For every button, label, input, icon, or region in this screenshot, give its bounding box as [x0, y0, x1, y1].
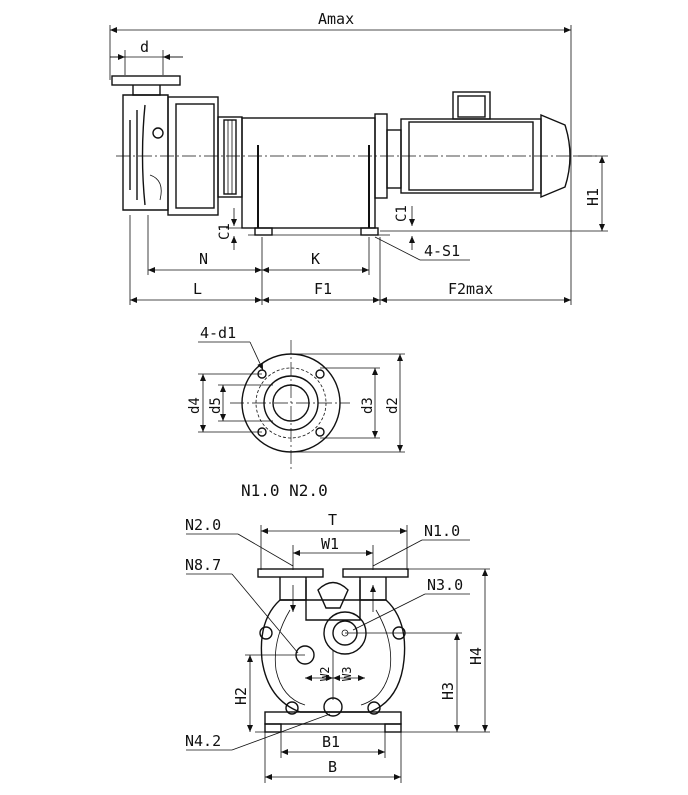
label-ports-n1-n2: N1.0 N2.0	[241, 481, 328, 500]
label-t: T	[328, 511, 337, 529]
label-f1: F1	[314, 280, 332, 298]
label-w3: W3	[340, 667, 354, 681]
label-w2: W2	[318, 667, 332, 681]
label-d4: d4	[187, 397, 203, 414]
label-amax: Amax	[318, 10, 354, 28]
label-h4: H4	[467, 647, 485, 665]
label-l: L	[193, 280, 202, 298]
label-h3: H3	[439, 682, 457, 700]
label-n3-0: N3.0	[427, 576, 463, 594]
label-d5: d5	[208, 397, 224, 414]
label-k: K	[311, 250, 320, 268]
label-h1: H1	[584, 188, 602, 206]
label-d3: d3	[360, 397, 376, 414]
label-n4-2: N4.2	[185, 732, 221, 750]
flange-view: 4-d1 d4 d5 d3 d2 N1.0 N2.0	[187, 324, 405, 500]
label-w1: W1	[321, 535, 339, 553]
label-d2: d2	[385, 397, 401, 414]
label-b: B	[328, 758, 337, 776]
label-c1-right: C1	[394, 205, 410, 222]
side-view: Amax d	[109, 10, 608, 305]
label-4-d1: 4-d1	[200, 324, 236, 342]
label-4-s1: 4-S1	[424, 242, 460, 260]
label-h2: H2	[232, 687, 250, 705]
label-n: N	[199, 250, 208, 268]
label-b1: B1	[322, 733, 340, 751]
label-n2-top: N2.0	[185, 516, 221, 534]
label-d: d	[140, 38, 149, 56]
label-c1-left: C1	[217, 223, 233, 240]
label-n1-top: N1.0	[424, 522, 460, 540]
label-n8-7: N8.7	[185, 556, 221, 574]
end-view: T W1 N2.0 N1.0	[185, 511, 490, 783]
label-f2max: F2max	[448, 280, 493, 298]
